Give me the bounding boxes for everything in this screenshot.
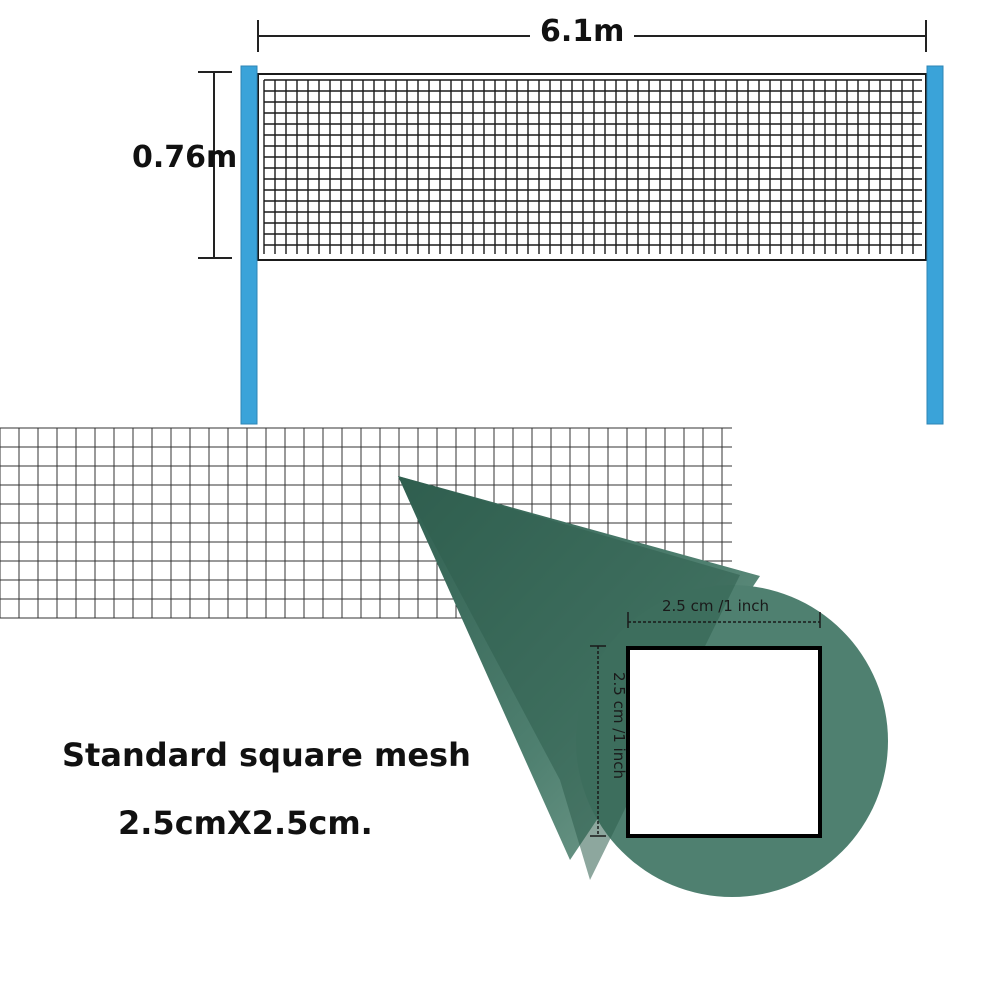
mesh-height-marks (590, 645, 606, 837)
net-width-label: 6.1m (530, 14, 635, 49)
mesh-width-label: 2.5 cm /1 inch (662, 597, 770, 615)
net-top (257, 73, 927, 261)
mesh-height-label: 2.5 cm /1 inch (610, 672, 628, 780)
net-mesh-grid (263, 79, 922, 254)
mesh-width-marks (627, 612, 821, 628)
right-pole (926, 65, 944, 425)
height-dimension-line (198, 71, 232, 259)
left-pole (240, 65, 258, 425)
mesh-square (626, 646, 822, 838)
caption-line2: 2.5cmX2.5cm. (118, 804, 373, 842)
net-frame (257, 73, 927, 261)
caption-line1: Standard square mesh (62, 736, 471, 774)
net-height-label: 0.76m (132, 140, 238, 175)
magnifier-shadow (398, 476, 740, 880)
